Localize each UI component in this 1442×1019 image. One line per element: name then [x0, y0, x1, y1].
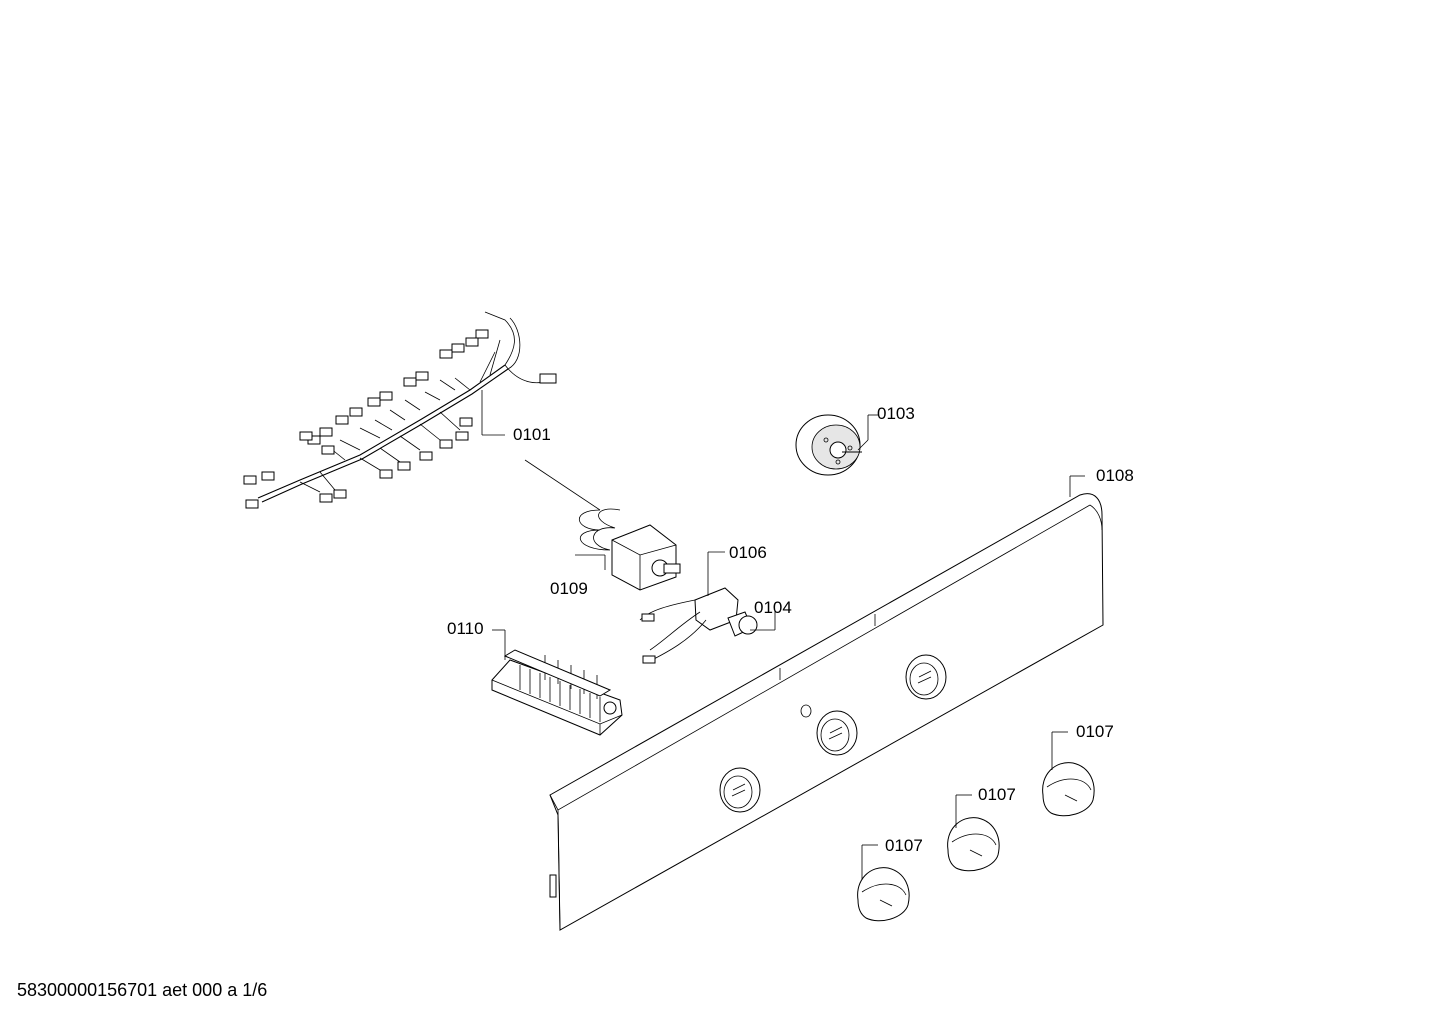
panel-knob-recess-2 [816, 710, 858, 756]
label-0107-c: 0107 [1076, 722, 1114, 741]
timer-dial [795, 414, 878, 476]
label-0107-a: 0107 [885, 836, 923, 855]
switch-and-lamp [639, 551, 776, 664]
terminal-block [491, 629, 623, 736]
label-0106: 0106 [729, 543, 767, 562]
panel-knob-recess-3 [905, 654, 947, 700]
wiring-harness [243, 311, 557, 509]
knob-2 [947, 794, 1000, 872]
knob-1 [857, 844, 910, 922]
label-0107-b: 0107 [978, 785, 1016, 804]
label-0108: 0108 [1096, 466, 1134, 485]
label-0104: 0104 [754, 598, 792, 617]
control-panel [549, 475, 1104, 931]
label-0109: 0109 [550, 579, 588, 598]
panel-knob-recess-1 [719, 767, 761, 813]
document-footer-id: 58300000156701 aet 000 a 1/6 [17, 980, 268, 1000]
label-0101: 0101 [513, 425, 551, 444]
label-0103: 0103 [877, 404, 915, 423]
thermostat [524, 459, 681, 591]
label-0110: 0110 [447, 619, 484, 638]
knob-3 [1042, 731, 1095, 817]
